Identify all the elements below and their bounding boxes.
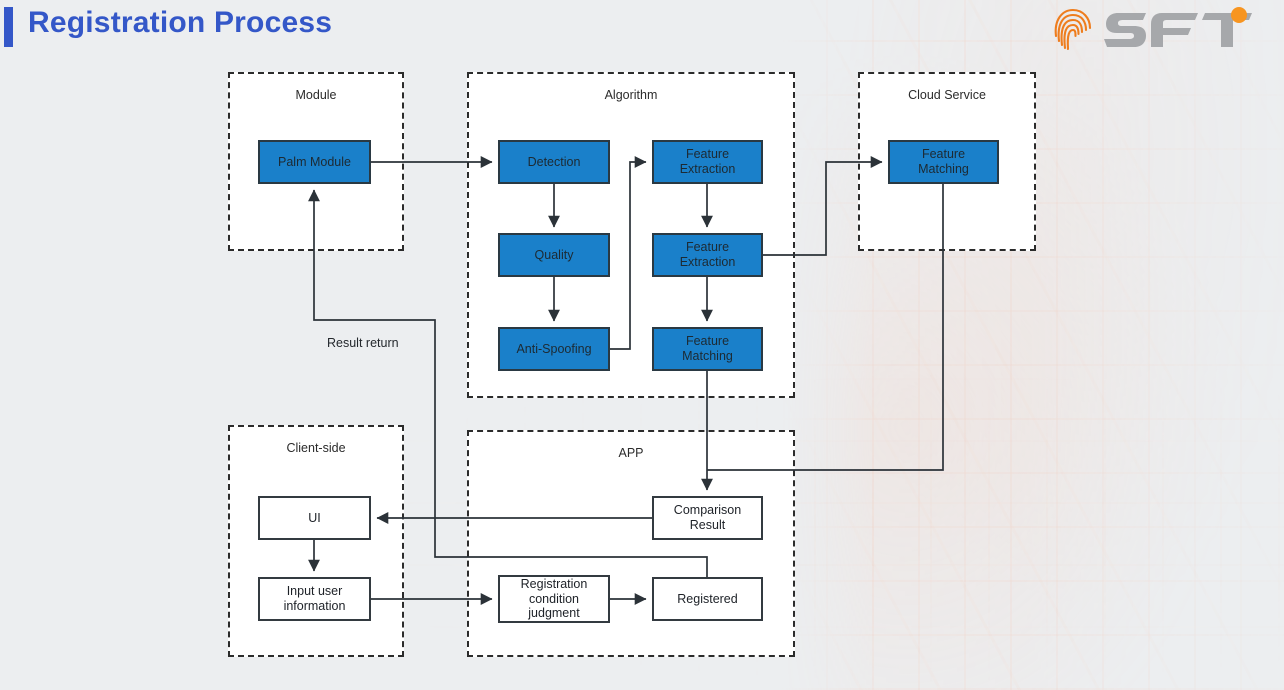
sft-logo xyxy=(1050,5,1254,53)
group-client-side-label: Client-side xyxy=(286,441,346,455)
node-ui-label: UI xyxy=(308,510,321,525)
node-registered[interactable]: Registered xyxy=(652,577,763,621)
page-header: Registration Process xyxy=(0,0,1284,56)
node-quality[interactable]: Quality xyxy=(498,233,610,277)
node-ui[interactable]: UI xyxy=(258,496,371,540)
group-client-side: Client-side xyxy=(228,425,404,657)
title-accent-bar xyxy=(4,7,13,47)
node-detection[interactable]: Detection xyxy=(498,140,610,184)
page-title: Registration Process xyxy=(28,6,333,39)
group-module-label: Module xyxy=(295,88,337,102)
node-detection-label: Detection xyxy=(527,154,581,169)
logo-wordmark xyxy=(1104,7,1252,47)
node-anti-spoofing-label: Anti-Spoofing xyxy=(516,341,592,356)
group-algorithm-label: Algorithm xyxy=(604,88,658,102)
node-palm-module-label: Palm Module xyxy=(278,154,351,169)
node-registered-label: Registered xyxy=(677,591,738,606)
fingerprint-icon xyxy=(1054,8,1092,51)
node-anti-spoofing[interactable]: Anti-Spoofing xyxy=(498,327,610,371)
node-quality-label: Quality xyxy=(534,247,574,262)
logo-dot xyxy=(1231,7,1247,23)
group-app-label: APP xyxy=(618,446,644,460)
edge-label-result-return: Result return xyxy=(327,336,399,350)
group-cloud-service-label: Cloud Service xyxy=(908,88,986,102)
node-palm-module[interactable]: Palm Module xyxy=(258,140,371,184)
